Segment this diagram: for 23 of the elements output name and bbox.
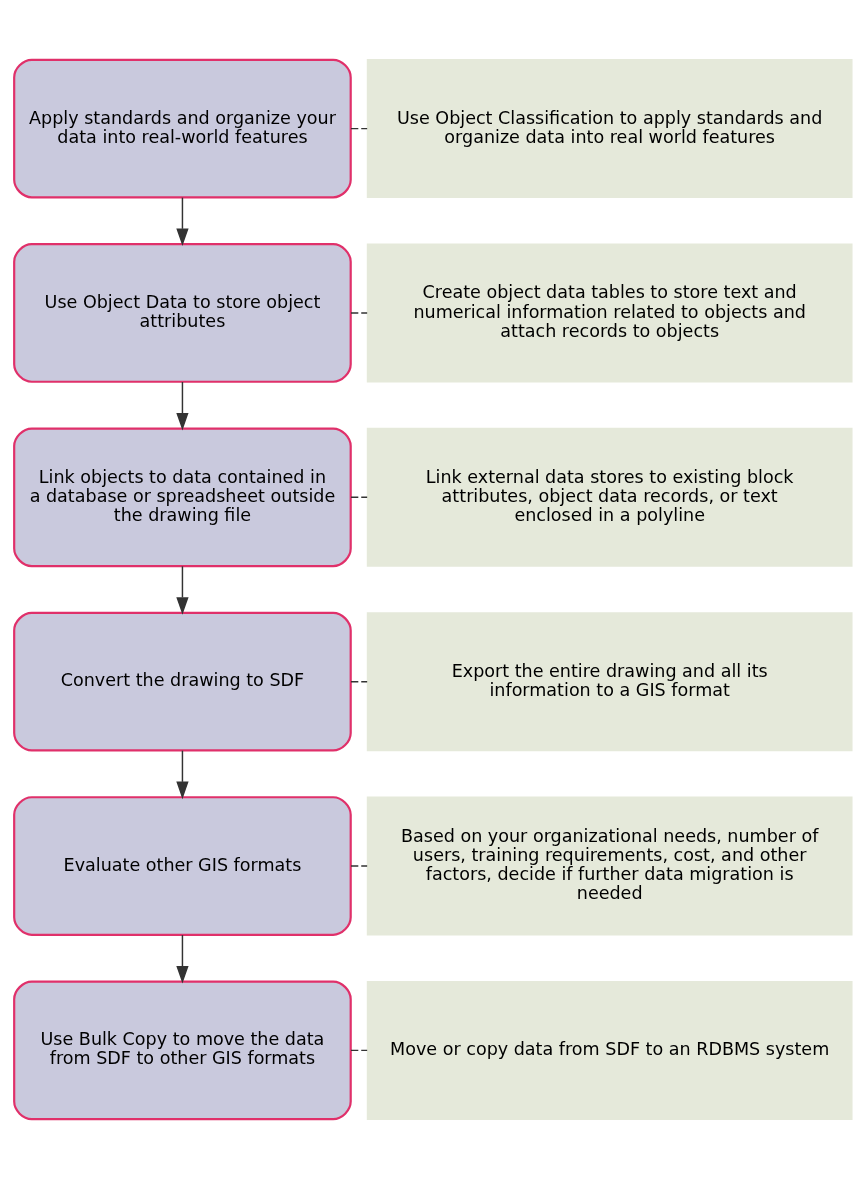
arrow xyxy=(176,565,189,615)
connector xyxy=(350,680,368,682)
node-box: Apply standards and organize your data into real-world features xyxy=(13,58,352,198)
connector xyxy=(350,1049,368,1051)
node-box: Use Bulk Copy to move the data from SDF to other GIS formats xyxy=(13,980,352,1120)
node-box: Export the entire drawing and all its information to a GIS format xyxy=(366,611,853,751)
connector xyxy=(350,864,368,867)
connector xyxy=(350,311,368,314)
node-box: Convert the drawing to SDF xyxy=(13,611,352,752)
connector xyxy=(350,496,368,498)
node-box: Evaluate other GIS formats xyxy=(13,795,352,936)
connector xyxy=(350,127,368,129)
arrow xyxy=(176,196,189,246)
arrow xyxy=(176,380,189,430)
arrow xyxy=(176,749,189,799)
node-box: Based on your organizational needs, number of users, training requirements, cost, and other factors, decide if further data migration is needed xyxy=(366,796,853,936)
node-box: Use Object Data to store object attributes xyxy=(13,242,352,383)
node-box: Use Object Classification to apply standards and organize data into real world features xyxy=(366,58,853,198)
arrow xyxy=(176,933,189,983)
node-box: Link external data stores to existing block attributes, object data records, or text enclosed in a polyline xyxy=(366,427,853,567)
node-box: Move or copy data from SDF to an RDBMS system xyxy=(366,980,853,1120)
node-box: Link objects to data contained in a database or spreadsheet outside the drawing file xyxy=(13,426,352,567)
node-box: Create object data tables to store text and numerical information related to objects and attach records to objects xyxy=(366,242,853,382)
